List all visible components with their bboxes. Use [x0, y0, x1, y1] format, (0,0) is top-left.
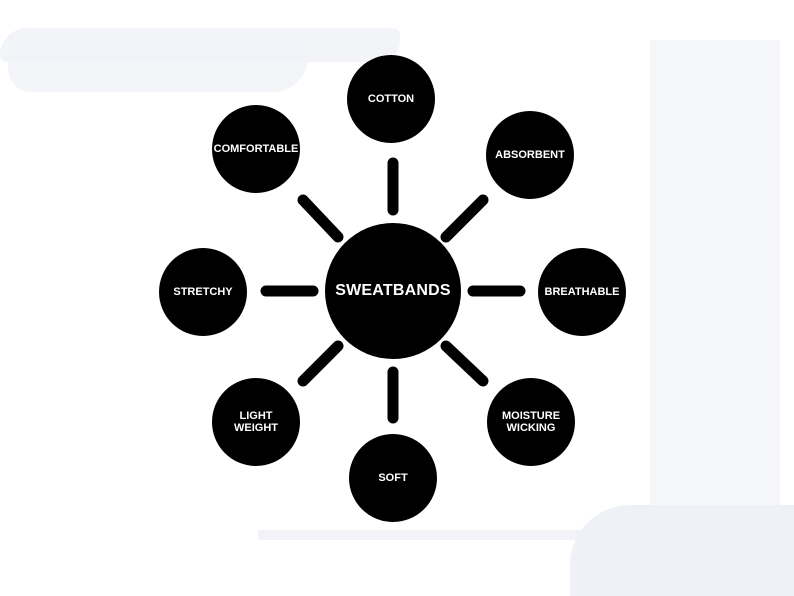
spoke-absorbent	[440, 194, 489, 243]
node-comfortable: COMFORTABLE	[212, 105, 300, 193]
node-label: SOFT	[378, 472, 408, 484]
background-panel	[650, 40, 780, 540]
node-label: LIGHT WEIGHT	[234, 410, 278, 434]
node-stretchy: STRETCHY	[159, 248, 247, 336]
background-smudge	[570, 505, 794, 596]
background-smudge	[8, 40, 308, 92]
center-label: SWEATBANDS	[335, 282, 451, 299]
node-label: COMFORTABLE	[213, 143, 299, 155]
spoke-light-weight	[297, 340, 344, 387]
node-soft: SOFT	[349, 434, 437, 522]
node-light-weight: LIGHT WEIGHT	[212, 378, 300, 466]
node-label: STRETCHY	[173, 286, 233, 298]
background-strip	[258, 530, 658, 540]
node-moisture-wicking: MOISTURE WICKING	[487, 378, 575, 466]
node-label: COTTON	[367, 93, 415, 105]
node-cotton: COTTON	[347, 55, 435, 143]
center-node: SWEATBANDS	[325, 223, 461, 359]
spoke-moisture-wicking	[440, 340, 489, 387]
node-label: ABSORBENT	[495, 149, 565, 161]
node-breathable: BREATHABLE	[538, 248, 626, 336]
node-absorbent: ABSORBENT	[486, 111, 574, 199]
spoke-comfortable	[297, 194, 344, 243]
node-label: MOISTURE WICKING	[501, 410, 561, 434]
node-label: BREATHABLE	[544, 286, 620, 298]
